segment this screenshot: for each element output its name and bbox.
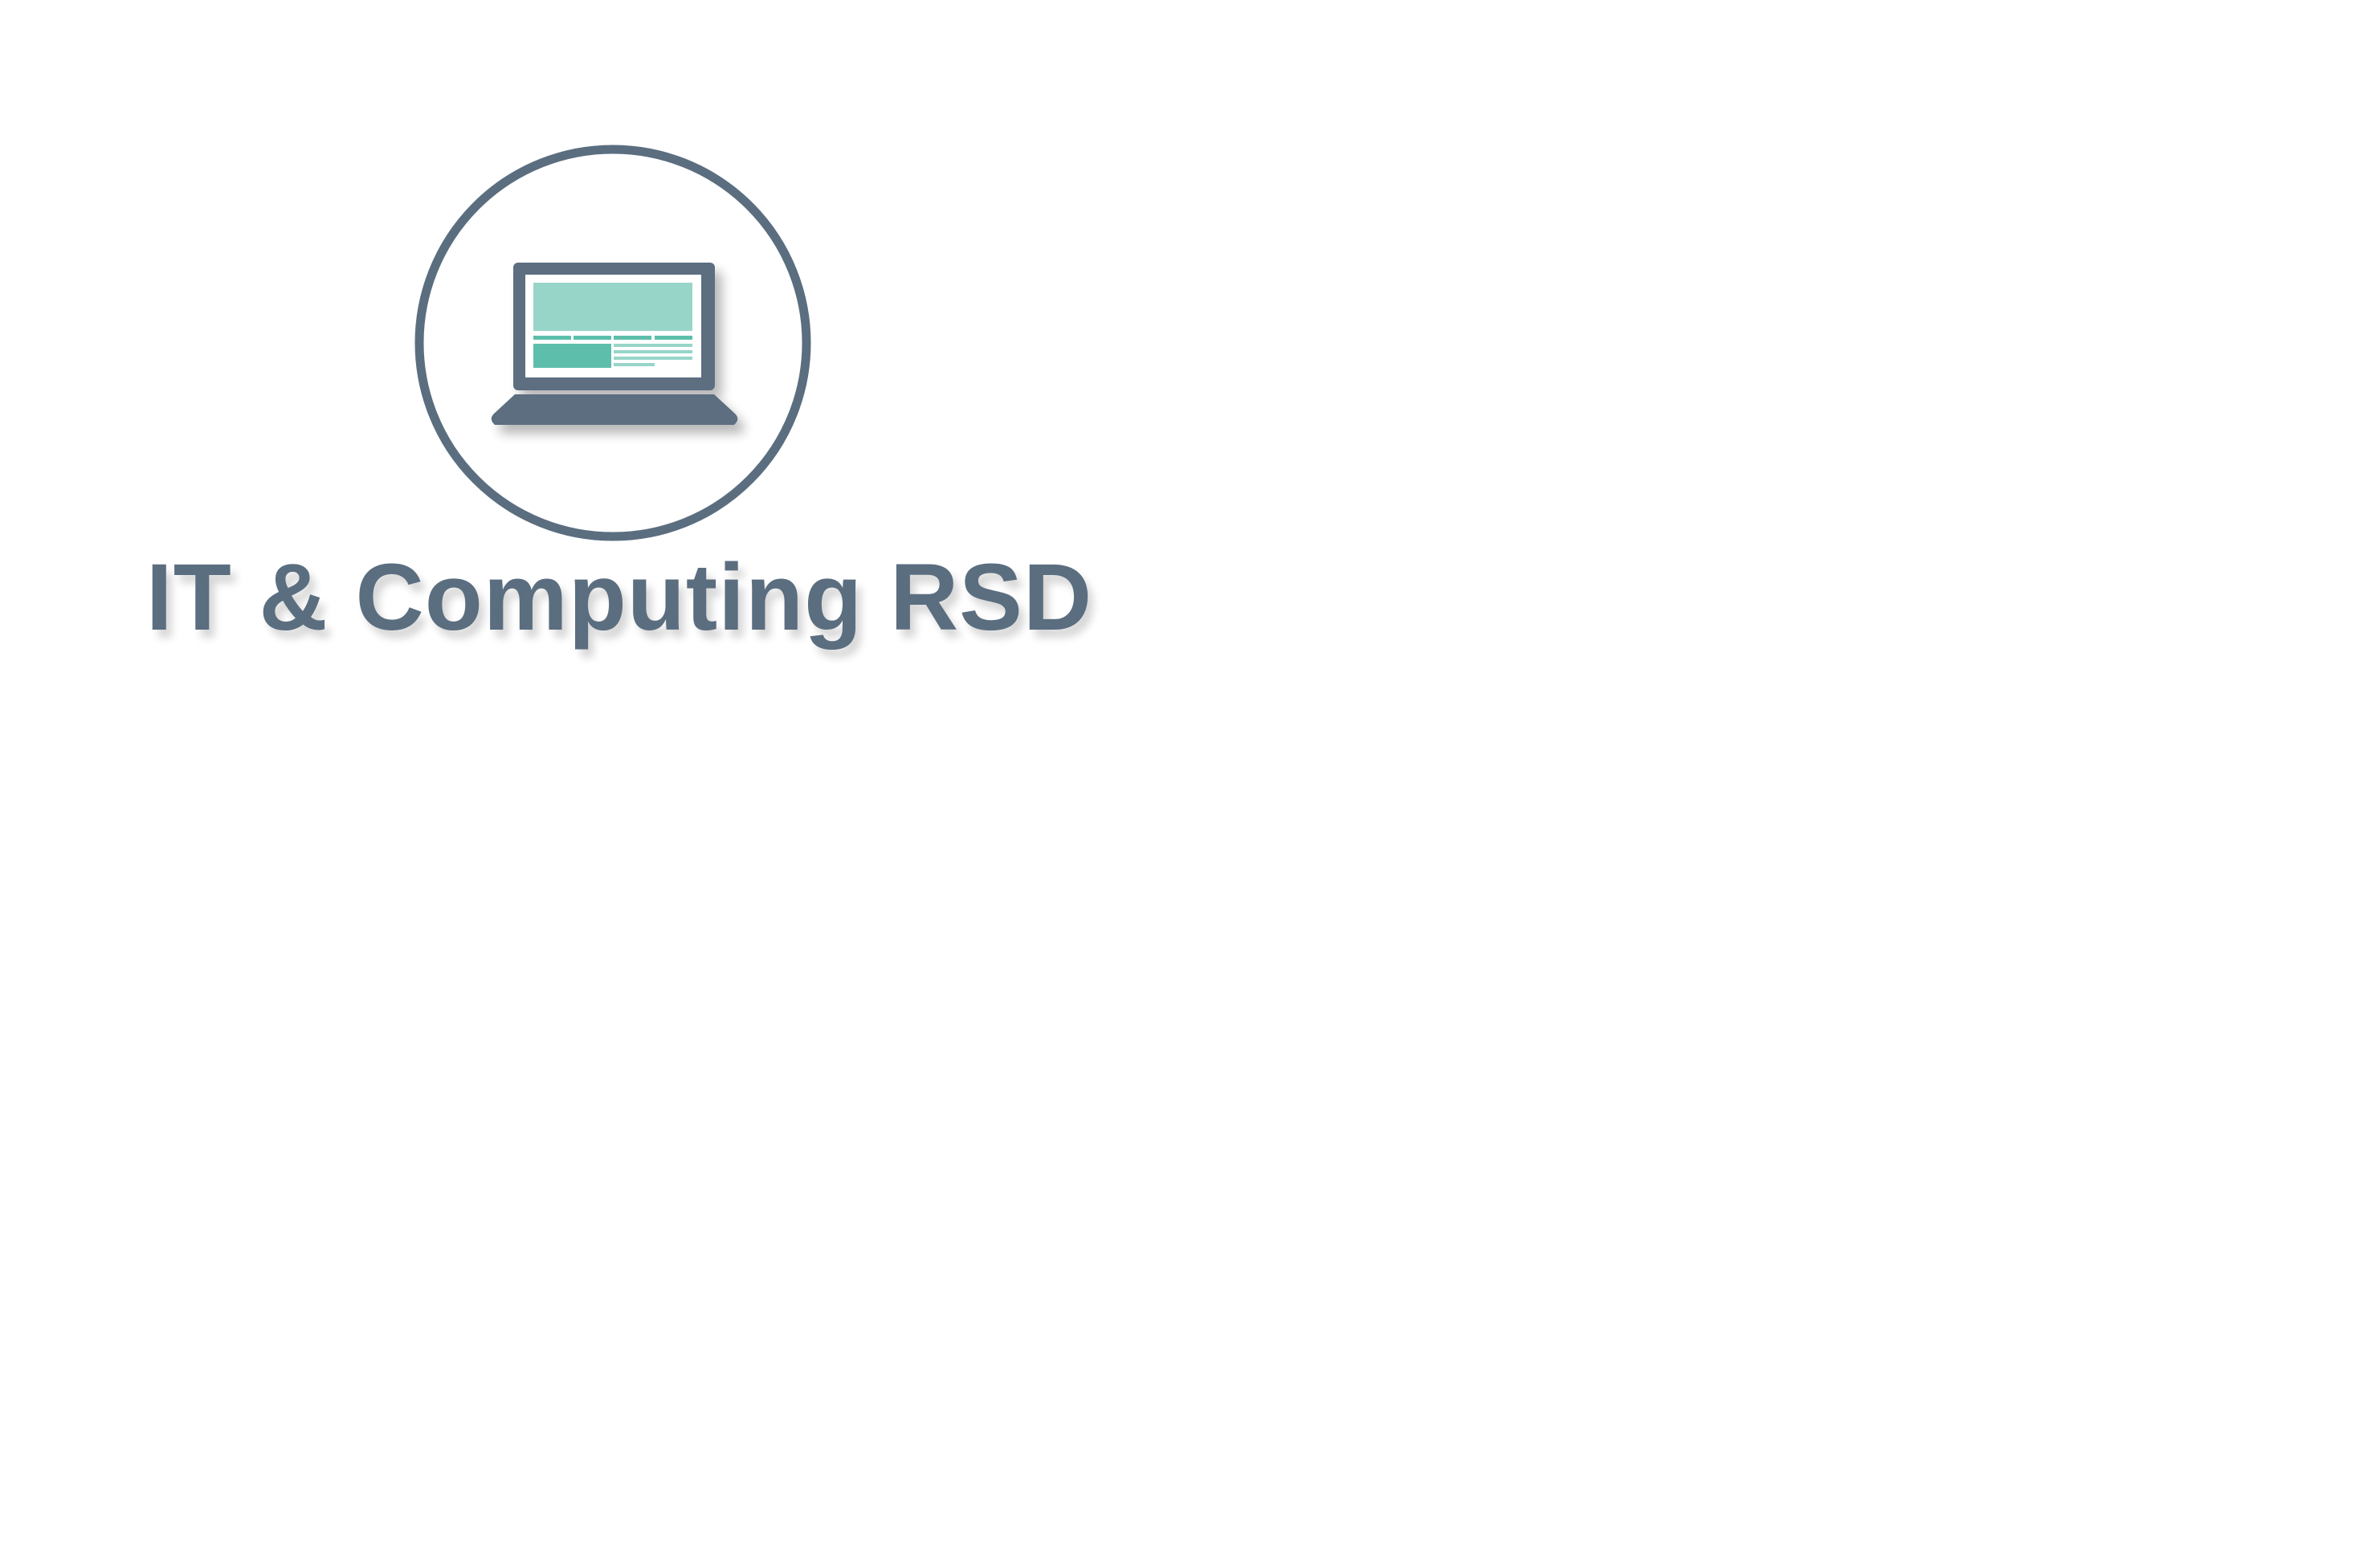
screen-text-line [614,350,692,353]
screen-hero-block [533,283,692,331]
emblem-circle [414,145,811,541]
laptop-base [491,394,738,425]
screen-nav-segment [533,336,571,340]
screen-nav-segment [655,336,692,340]
screen-text-line [614,363,655,366]
screen-image-block [533,344,611,368]
screen-nav-segment [574,336,611,340]
laptop-icon [491,263,738,425]
screen-nav-segment [614,336,651,340]
logo-emblem [414,145,811,541]
screen-text-line [614,344,692,347]
screen-text-line [614,357,692,360]
logo-title: IT & Computing RSD [145,545,1093,651]
